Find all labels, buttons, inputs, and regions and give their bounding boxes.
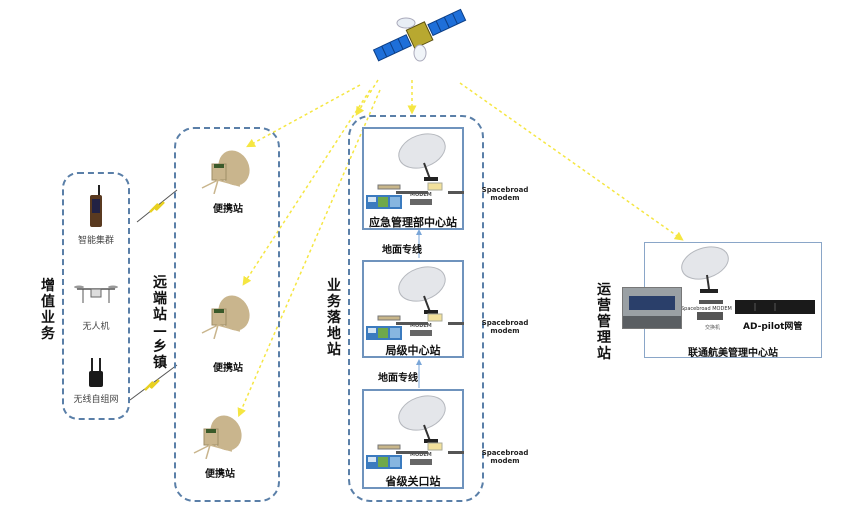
portable-dish-icon <box>193 415 242 460</box>
video-wall-icon <box>366 326 402 340</box>
dish-antenna-icon <box>398 266 446 314</box>
link-to-remote-2 <box>242 89 371 286</box>
ground-line-label: 地面专线 <box>382 245 422 256</box>
device-label: 智能集群 <box>77 236 114 246</box>
operations-equipment <box>681 246 815 320</box>
station-label: 应急管理部中心站 <box>369 216 457 229</box>
modem-label: Spacebroad modem <box>481 319 529 335</box>
modem-label: Spacebroad MODEM <box>681 306 732 312</box>
ground-line-label: 地面专线 <box>378 373 418 384</box>
device-label: 无线自组网 <box>73 395 119 405</box>
portable-dish-icon <box>201 150 250 195</box>
switch-label: 交换机 <box>705 325 721 331</box>
dish-antenna-icon <box>681 246 729 293</box>
mesh-radio-icon <box>89 358 103 387</box>
drone-icon <box>74 285 118 303</box>
station-equipment <box>366 133 464 209</box>
portable-dish-icon <box>201 295 250 340</box>
link-to-business-2 <box>355 79 379 116</box>
small-device-label: MODEM <box>410 323 432 329</box>
value-added-title: 增值业务 <box>41 278 55 342</box>
business-title: 业务落地站 <box>327 278 341 358</box>
device-trunking: 智能集群 <box>62 185 130 246</box>
remote-title: 远端站—乡镇 <box>153 275 167 371</box>
video-wall-icon <box>366 195 402 209</box>
modem-label: Spacebroad modem <box>481 449 529 465</box>
portable-station: 便携站 <box>188 150 268 215</box>
station-equipment <box>366 395 464 469</box>
wireless-link-1 <box>136 189 178 223</box>
satellite-icon <box>372 8 467 62</box>
business-station: MODEM 局级中心站 <box>362 260 464 358</box>
small-device-label: MODEM <box>410 192 432 198</box>
link-to-remote-3 <box>237 89 381 418</box>
link-to-operations <box>459 82 684 241</box>
device-label: 无人机 <box>82 322 110 332</box>
station-equipment <box>366 266 464 340</box>
business-group <box>348 115 484 502</box>
portable-station: 便携站 <box>188 295 268 374</box>
small-device-label: MODEM <box>410 452 432 458</box>
portable-station-label: 便携站 <box>205 469 235 480</box>
value-added-group <box>62 172 130 420</box>
portable-station-label: 便携站 <box>213 204 243 215</box>
wireless-link-2 <box>129 364 178 401</box>
station-label: 局级中心站 <box>385 344 441 357</box>
remote-group <box>174 127 280 502</box>
modem-label: Spacebroad modem <box>481 186 529 202</box>
portable-station-label: 便携站 <box>213 363 243 374</box>
operations-station-label: 联通航美管理中心站 <box>688 348 778 359</box>
station-label: 省级关口站 <box>385 475 441 488</box>
control-room-photo <box>622 287 682 329</box>
nms-label: AD-pilot网管 <box>743 322 803 332</box>
satellite <box>370 5 470 67</box>
device-mesh: 无线自组网 <box>62 358 130 405</box>
operations-title: 运营管理站 <box>597 282 611 362</box>
dish-antenna-icon <box>398 133 446 181</box>
dish-antenna-icon <box>398 395 446 443</box>
business-station: MODEM 应急管理部中心站 <box>362 127 464 230</box>
handheld-radio-icon <box>90 185 102 227</box>
business-station: MODEM 省级关口站 <box>362 389 464 489</box>
portable-station: 便携站 <box>180 415 260 480</box>
nms-server-icon <box>735 300 815 314</box>
device-drone: 无人机 <box>62 283 130 332</box>
video-wall-icon <box>366 455 402 469</box>
